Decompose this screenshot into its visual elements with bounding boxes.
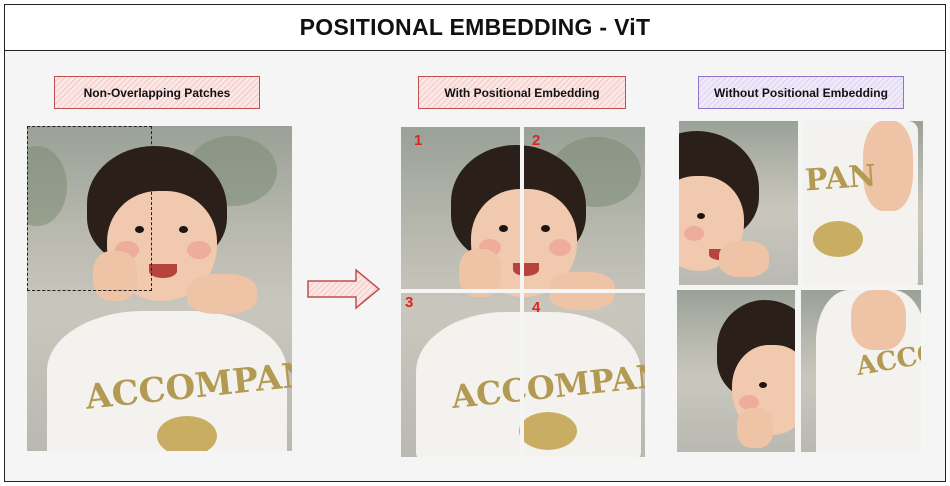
right-arrow-icon (307, 268, 381, 310)
label-without-pe-text: Without Positional Embedding (714, 85, 888, 100)
label-without-pe: Without Positional Embedding (698, 76, 904, 109)
patch-number-2: 2 (532, 132, 541, 149)
shirt-print-part-b: PAN (803, 158, 878, 199)
patch-number-3: 3 (405, 294, 414, 311)
label-with-pe: With Positional Embedding (418, 76, 626, 109)
patch-number-4: 4 (532, 299, 541, 316)
page-title: POSITIONAL EMBEDDING - ViT (299, 14, 651, 40)
shuffled-patch-bottom-right: ACCO (801, 290, 921, 452)
patch-divider-horizontal (401, 289, 645, 293)
label-non-overlapping: Non-Overlapping Patches (54, 76, 260, 109)
patch-outline-box (27, 126, 152, 291)
patch-number-1: 1 (414, 132, 423, 149)
original-photo: ACCOMPAN (27, 126, 292, 451)
shuffled-patch-top-left (679, 121, 798, 285)
shuffled-patch-top-right: PAN (803, 121, 923, 285)
label-with-pe-text: With Positional Embedding (444, 85, 600, 100)
patch-outline-bottom (27, 290, 152, 291)
label-non-overlapping-text: Non-Overlapping Patches (83, 85, 231, 100)
title-bar: POSITIONAL EMBEDDING - ViT (5, 5, 945, 51)
shuffled-patch-bottom-left (677, 290, 795, 452)
